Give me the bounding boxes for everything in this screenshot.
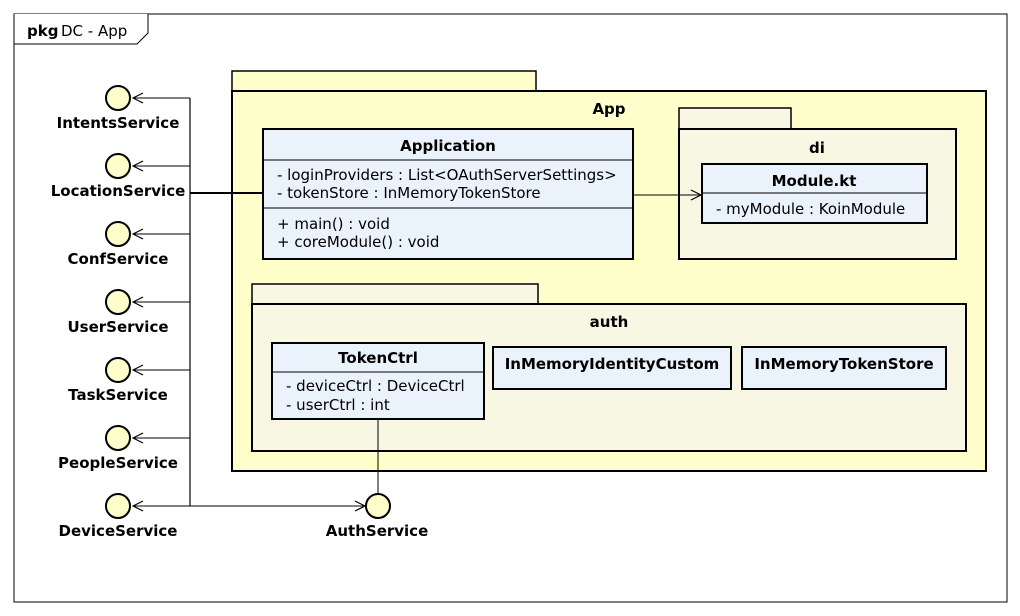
interface-task-label: TaskService	[68, 386, 168, 404]
class-application-attr-login-providers: - loginProviders : List<OAuthServerSetti…	[277, 166, 617, 184]
interface-people-service[interactable]: PeopleService	[58, 425, 178, 472]
dependency-bus	[133, 98, 365, 506]
class-inmemory-token-store-name: InMemoryTokenStore	[754, 355, 933, 373]
interface-intents-icon	[105, 85, 131, 111]
class-token-ctrl-name: TokenCtrl	[338, 349, 418, 367]
interface-device-label: DeviceService	[59, 522, 178, 540]
interface-intents-label: IntentsService	[57, 114, 180, 132]
class-application-name: Application	[400, 137, 496, 155]
interface-device-icon	[105, 493, 131, 519]
interface-people-icon	[105, 425, 131, 451]
frame-title: DC - App	[61, 22, 127, 40]
class-application-attr-token-store: - tokenStore : InMemoryTokenStore	[277, 184, 541, 202]
interface-conf-icon	[105, 221, 131, 247]
interface-conf-service[interactable]: ConfService	[68, 221, 169, 268]
class-application-op-main: + main() : void	[277, 215, 390, 233]
interface-user-label: UserService	[67, 318, 168, 336]
interface-conf-label: ConfService	[68, 250, 169, 268]
interface-user-service[interactable]: UserService	[67, 289, 169, 336]
class-module-kt[interactable]: Module.kt - myModule : KoinModule	[701, 163, 928, 224]
class-token-ctrl-attr-user-ctrl: - userCtrl : int	[286, 396, 390, 414]
interface-user-icon	[105, 289, 131, 315]
interface-location-service[interactable]: LocationService	[51, 153, 186, 200]
interface-people-label: PeopleService	[58, 454, 178, 472]
interface-device-service[interactable]: DeviceService	[59, 493, 178, 540]
class-application-op-core-module: + coreModule() : void	[277, 233, 439, 251]
package-auth-name: auth	[590, 313, 629, 331]
interface-location-icon	[105, 153, 131, 179]
class-token-ctrl[interactable]: TokenCtrl - deviceCtrl : DeviceCtrl - us…	[271, 342, 485, 420]
interface-task-icon	[105, 357, 131, 383]
interface-location-label: LocationService	[51, 182, 186, 200]
package-app-name: App	[592, 100, 625, 118]
interface-auth-icon	[365, 493, 391, 519]
class-application[interactable]: Application - loginProviders : List<OAut…	[262, 128, 634, 260]
package-di-name: di	[809, 139, 825, 157]
class-inmemory-identity-custom-name: InMemoryIdentityCustom	[505, 355, 720, 373]
class-module-kt-attr-my-module: - myModule : KoinModule	[716, 200, 905, 218]
class-inmemory-identity-custom[interactable]: InMemoryIdentityCustom	[492, 346, 732, 390]
interface-intents-service[interactable]: IntentsService	[57, 85, 180, 132]
interface-auth-service[interactable]: AuthService	[326, 493, 429, 540]
class-module-kt-name: Module.kt	[772, 172, 857, 190]
interface-task-service[interactable]: TaskService	[68, 357, 168, 404]
class-inmemory-token-store[interactable]: InMemoryTokenStore	[741, 346, 947, 390]
frame-keyword: pkg	[27, 22, 58, 40]
class-token-ctrl-attr-device-ctrl: - deviceCtrl : DeviceCtrl	[286, 377, 465, 395]
interface-auth-label: AuthService	[326, 522, 429, 540]
